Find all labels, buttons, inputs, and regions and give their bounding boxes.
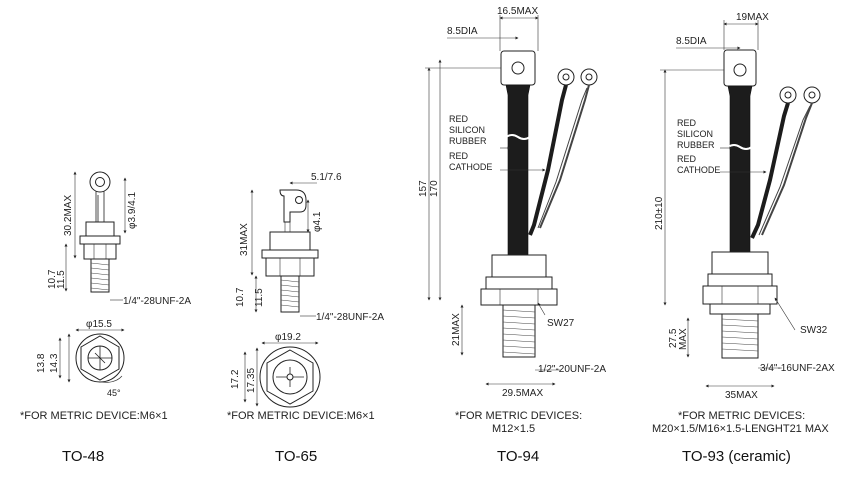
to93-lead-label4: RED <box>677 154 697 164</box>
to93-lead-label2: SILICON <box>677 129 713 139</box>
to65-lug-terminal <box>279 189 307 223</box>
to93-dim-base: 35MAX <box>725 390 758 401</box>
to93-dim-len: 210±10 <box>654 196 665 230</box>
to48-dim-flat1: 13.8 <box>36 353 47 373</box>
to93-note1: *FOR METRIC DEVICES: <box>678 410 805 422</box>
to93-dim-stud1: 27.5 <box>668 328 679 348</box>
to94-lead-label3: RUBBER <box>449 136 487 146</box>
to65-dim-hole: φ4.1 <box>312 211 323 232</box>
to94-lead-label1: RED <box>449 114 469 124</box>
to94-lead-label5: CATHODE <box>449 162 492 172</box>
to65-dim-base2: 11.5 <box>254 288 265 307</box>
to93-drawing <box>660 20 821 388</box>
to48-thread: 1/4"-28UNF-2A <box>123 296 191 307</box>
to65-cap <box>269 231 311 251</box>
to65-dim-height: 31MAX <box>239 223 250 256</box>
to93-thread: 3/4"-16UNF-2AX <box>760 363 835 374</box>
to48-caption: TO-48 <box>62 448 104 465</box>
to93-dim-dia: 8.5DIA <box>676 36 707 47</box>
to48-dim-base2: 11.5 <box>56 270 67 289</box>
to65-dim-flat1: 17.2 <box>230 369 241 389</box>
to65-caption: TO-65 <box>275 448 317 465</box>
to93-note2: M20×1.5/M16×1.5-LENGHT21 MAX <box>652 423 829 435</box>
to48-hex-base <box>83 243 117 260</box>
to48-dim-base1: 10.7 <box>47 269 58 289</box>
to94-dim-len2: 170 <box>429 180 440 197</box>
to94-dim-dia: 8.5DIA <box>447 26 478 37</box>
to94-threaded-stud <box>502 304 536 358</box>
to48-dim-height: 30.2MAX <box>63 195 74 236</box>
to48-note: *FOR METRIC DEVICE:M6×1 <box>20 410 168 422</box>
to94-caption: TO-94 <box>497 448 539 465</box>
to48-dim-stud-dia: φ3.9/4.1 <box>127 191 138 229</box>
to48-angle: 45° <box>107 388 121 398</box>
to94-thread: 1/2"-20UNF-2A <box>538 364 606 375</box>
to65-hex-base <box>265 257 315 277</box>
to93-lead-label1: RED <box>677 118 697 128</box>
to65-threaded-stud <box>280 275 300 313</box>
to94-hex-nut <box>480 288 558 306</box>
to65-dim-lug: 5.1/7.6 <box>311 172 342 183</box>
to94-wrench: SW27 <box>547 318 575 329</box>
to48-flange <box>79 235 121 245</box>
to65-thread: 1/4"-28UNF-2A <box>316 312 384 323</box>
to94-dim-base: 29.5MAX <box>502 388 543 399</box>
to93-lead-label5: CATHODE <box>677 165 720 175</box>
to94-dim-stud: 21MAX <box>451 313 462 346</box>
to48-dim-hex: φ15.5 <box>86 319 112 330</box>
to94-lead-label4: RED <box>449 151 469 161</box>
to93-main-cable <box>727 85 753 253</box>
to65-drawing <box>243 181 321 408</box>
to48-dim-flat2: 14.3 <box>49 353 60 373</box>
to65-note: *FOR METRIC DEVICE:M6×1 <box>227 410 375 422</box>
to94-body <box>491 254 547 278</box>
to65-flange <box>261 249 319 259</box>
to48-drawing <box>58 171 127 383</box>
to94-note1: *FOR METRIC DEVICES: <box>455 410 582 422</box>
to48-cap <box>85 221 115 237</box>
to94-lead-label2: SILICON <box>449 125 485 135</box>
to65-dim-flat2: 17.35 <box>246 368 257 393</box>
to93-lead-label3: RUBBER <box>677 140 715 150</box>
to94-note2: M12×1.5 <box>492 423 535 435</box>
to93-body <box>711 251 769 275</box>
to94-dim-top: 16.5MAX <box>497 6 538 17</box>
to94-drawing <box>425 15 598 386</box>
to93-hex-nut <box>702 285 778 305</box>
to93-dim-top: 19MAX <box>736 12 769 23</box>
to93-wrench: SW32 <box>800 325 828 336</box>
to94-dim-len1: 157 <box>418 180 429 197</box>
to93-dim-stud2: MAX <box>678 328 689 350</box>
to65-dim-hex: φ19.2 <box>275 332 301 343</box>
to93-caption: TO-93 (ceramic) <box>682 448 791 465</box>
to65-dim-base1: 10.7 <box>235 287 246 307</box>
